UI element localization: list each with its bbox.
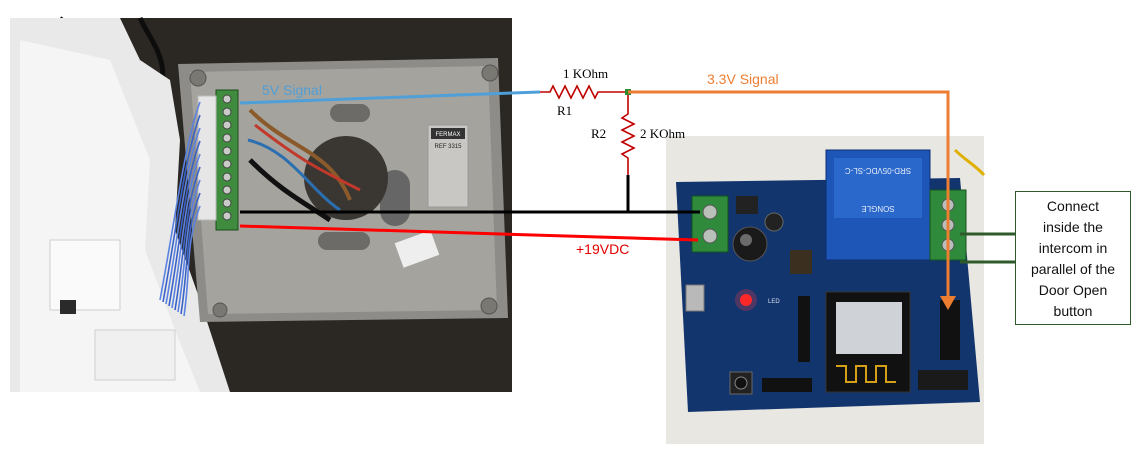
terminal-screw-icon: [222, 133, 232, 143]
inductor: [790, 250, 812, 274]
power-label: +19VDC: [576, 241, 629, 257]
screw-icon: [480, 297, 498, 315]
three-volt-label: 3.3V Signal: [707, 71, 779, 87]
pin-header: [918, 370, 968, 390]
plate-slot: [318, 232, 370, 250]
note-line: Door Open: [1038, 282, 1108, 298]
screw-icon: [481, 64, 499, 82]
connector-block: [197, 95, 217, 221]
status-led: [740, 294, 752, 306]
ribbon-wire: [180, 192, 201, 315]
antenna-trace: [836, 365, 896, 383]
terminal-screw-icon: [222, 159, 232, 169]
note-line: button: [1053, 303, 1093, 319]
wire-bundle: [254, 123, 361, 192]
plate-model: REF 3315: [434, 144, 462, 150]
terminal-screw-icon: [222, 107, 232, 117]
terminal-screws: [222, 94, 232, 221]
terminal-screw-icon: [222, 94, 232, 104]
terminal-screw-icon: [222, 120, 232, 130]
power-terminal-block: [691, 195, 729, 253]
housing-slot: [94, 329, 176, 381]
capacitor-small: [764, 212, 784, 232]
capacitor-top: [740, 234, 752, 246]
resistor-r1-icon: [540, 84, 628, 100]
ribbon-wire: [168, 140, 201, 307]
terminal-screw-icon: [222, 172, 232, 182]
note-line: parallel of the: [1030, 261, 1116, 277]
terminal-screw-icon: [702, 204, 718, 220]
push-button-cap: [734, 376, 748, 390]
housing-hole: [60, 300, 76, 314]
ribbon-wire: [177, 179, 201, 313]
status-led-glow: [735, 289, 757, 311]
ribbon-cable: [159, 101, 201, 317]
ribbon-wire: [183, 205, 201, 317]
led-label: LED: [768, 299, 780, 305]
note-line: Connect: [1046, 198, 1100, 214]
ribbon-wire: [159, 101, 201, 301]
terminal-screw-icon: [702, 228, 718, 244]
ribbon-wire: [171, 153, 201, 309]
r1-name-label: R1: [557, 103, 572, 118]
terminal-screw-icon: [222, 198, 232, 208]
note-line: intercom in: [1038, 240, 1108, 256]
wire-bundle: [248, 158, 332, 223]
plate-brand: FERMAX: [435, 132, 460, 138]
intercom-photo: FERMAX REF 3315: [10, 16, 512, 392]
wiring-overlay: [239, 84, 1015, 310]
screw-icon: [212, 302, 228, 318]
screw-icon: [189, 69, 207, 87]
note-line: inside the: [1043, 219, 1103, 235]
regulator: [736, 196, 758, 214]
barcode-sticker: [394, 230, 440, 268]
three-volt-wire: [628, 90, 950, 300]
wire-bundle: [247, 138, 341, 212]
pin-header: [940, 300, 960, 360]
wifi-module-shield: [836, 302, 902, 354]
r2-value-label: 2 KOhm: [640, 126, 685, 141]
pin-header: [762, 378, 812, 392]
connection-note: Connect inside the intercom in parallel …: [1015, 191, 1131, 325]
power-wire: [239, 224, 699, 242]
signal-arrow-icon: [940, 296, 956, 310]
relay-brand: SONGLE: [861, 204, 894, 213]
five-volt-wire: [239, 90, 541, 105]
housing-slot: [49, 239, 121, 311]
relay-board-photo: SRD-05VDC-SL-C SONGLE LED: [666, 136, 986, 444]
plate-slot: [330, 104, 370, 122]
ribbon-wire: [174, 166, 201, 311]
relay-top: [834, 158, 922, 218]
wire-bundle: [248, 108, 352, 201]
relay-model: SRD-05VDC-SL-C: [845, 166, 911, 175]
terminal-screw-icon: [222, 146, 232, 156]
ribbon-wire: [165, 127, 201, 305]
terminal-screw-icon: [222, 211, 232, 221]
r1-value-label: 1 KOhm: [563, 66, 608, 81]
ribbon-wire: [162, 114, 201, 303]
r2-name-label: R2: [591, 126, 606, 141]
usb-port: [685, 284, 705, 312]
resistor-r2-icon: [620, 92, 636, 175]
plate-hole: [304, 136, 388, 220]
five-volt-label: 5V Signal: [262, 82, 322, 98]
terminal-screw-icon: [222, 185, 232, 195]
pin-header: [798, 296, 810, 362]
yellow-wire: [953, 148, 986, 177]
plate-label-header: [431, 128, 465, 139]
